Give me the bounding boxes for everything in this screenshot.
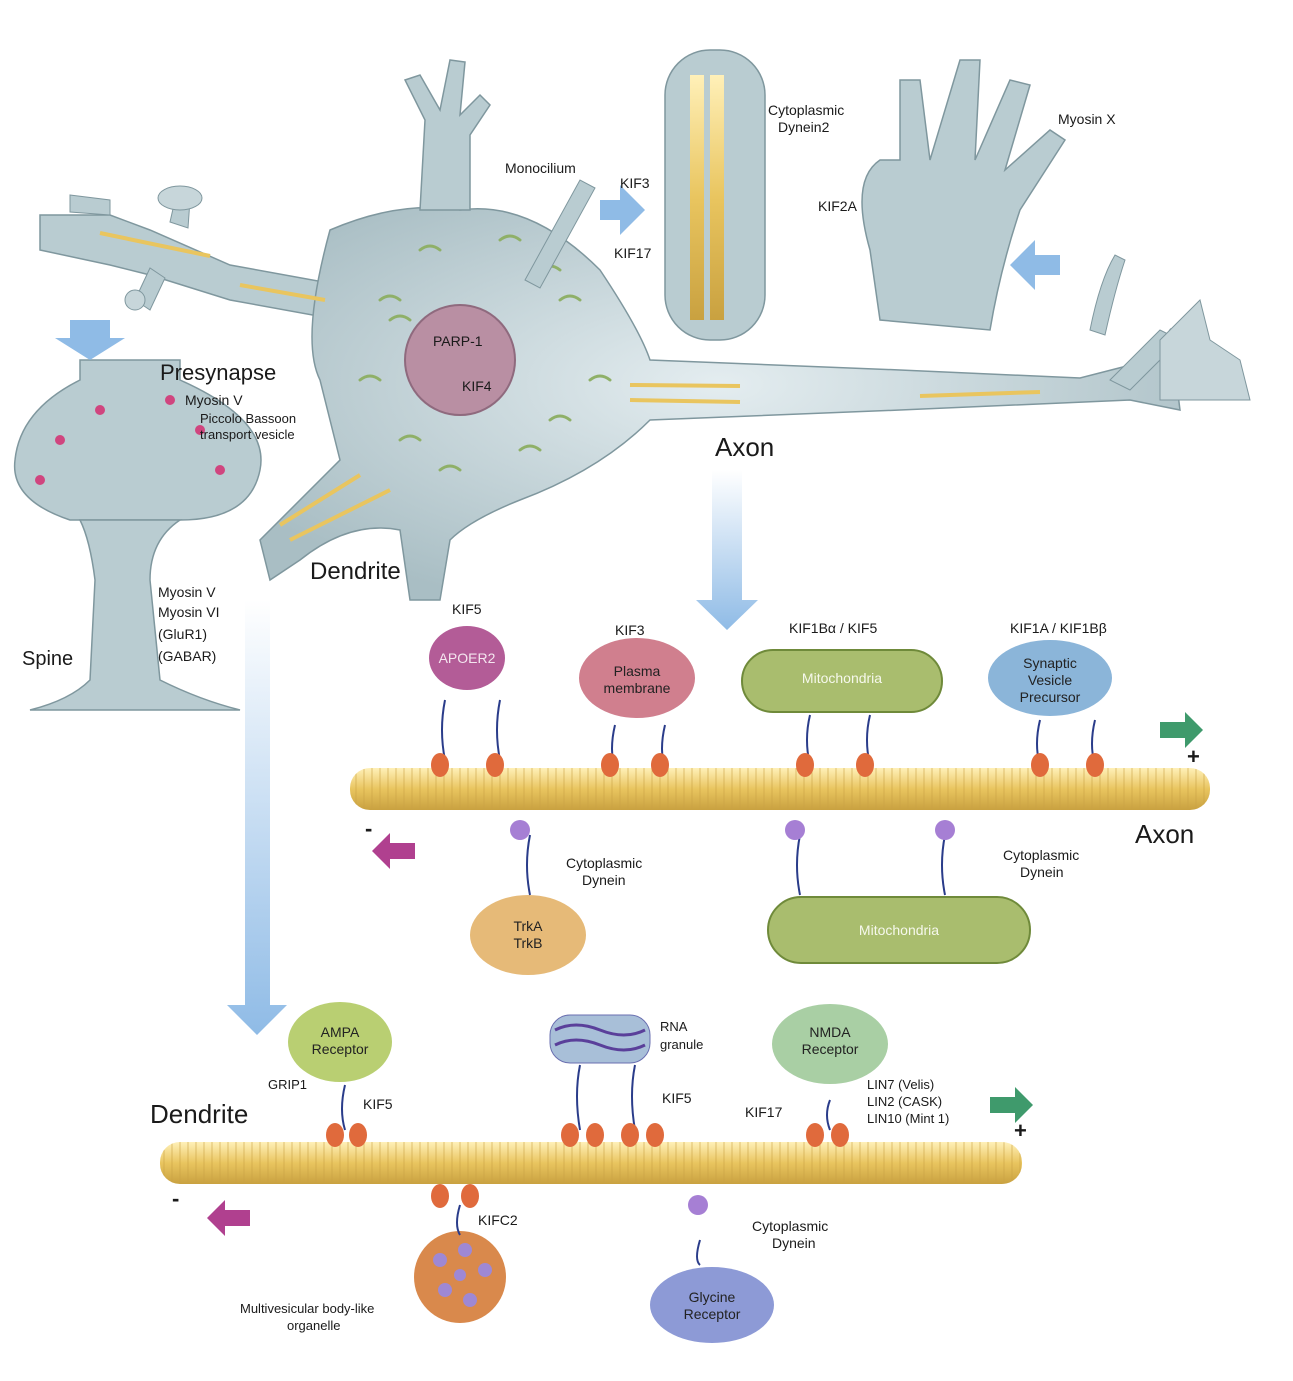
mvb-label-2: organelle — [287, 1318, 341, 1333]
svp-label-2: Vesicle — [1027, 672, 1073, 688]
lin7-label: LIN7 (Velis) — [867, 1077, 935, 1092]
svp-label-3: Precursor — [1019, 689, 1081, 705]
axon-microtubule — [350, 768, 1210, 810]
dynein-rings — [510, 820, 955, 840]
plasma-label-2: membrane — [603, 680, 671, 696]
kif1a-kif1bb-label: KIF1A / KIF1Bβ — [1010, 620, 1107, 636]
axon-top-label: Axon — [715, 432, 775, 462]
mvb-label-1: Multivesicular body-like — [240, 1301, 375, 1316]
mitochondria-bottom — [767, 896, 1031, 964]
apoer2-cargo — [429, 626, 505, 690]
mvb-vesicles — [433, 1243, 492, 1307]
synaptic-vesicle-cargo — [988, 640, 1112, 716]
lin10-label: LIN10 (Mint 1) — [867, 1111, 950, 1126]
dendrite-plus-sign: + — [1014, 1118, 1027, 1143]
spine-motor-label-2: Myosin VI — [158, 604, 220, 620]
dendrite-kif5-mid-label: KIF5 — [662, 1090, 692, 1106]
ampa-cargo — [288, 1002, 392, 1082]
dendrite-bottom-label: Dendrite — [150, 1099, 249, 1129]
ampa-label-1: AMPA — [320, 1024, 360, 1040]
grip1-label: GRIP1 — [268, 1077, 308, 1092]
presynapse-myosin-label: Myosin V — [185, 392, 243, 408]
neuron-cell — [13, 49, 1251, 1035]
presynapse-cargo-label-1: Piccolo Bassoon — [200, 411, 297, 426]
parp1-label: PARP-1 — [433, 333, 483, 349]
dendrite-minus-arrow — [207, 1200, 250, 1236]
cilia-dynein-label-2: Dynein2 — [778, 119, 830, 135]
axon-minus-sign: - — [365, 816, 373, 841]
axon-kif3-label: KIF3 — [615, 622, 645, 638]
dendrite-minus-sign: - — [172, 1186, 180, 1211]
axon-dynein-left-label-1: Cytoplasmic — [566, 855, 643, 871]
axon-dynein-right-label-1: Cytoplasmic — [1003, 847, 1080, 863]
dendrite-dynein-label-2: Dynein — [772, 1235, 816, 1251]
trk-cargo — [470, 895, 586, 975]
axon-kif5-label: KIF5 — [452, 601, 482, 617]
presynapse-label: Presynapse — [160, 360, 277, 385]
mitochondria-bottom-label: Mitochondria — [858, 922, 940, 938]
rna-granule — [549, 1014, 651, 1064]
glycine-cargo — [650, 1267, 774, 1343]
kif2a-label: KIF2A — [818, 198, 857, 214]
rna-granule-label-2: granule — [660, 1037, 704, 1052]
dendrite-dynein-ring — [688, 1195, 708, 1215]
trkb-label: TrkB — [513, 935, 543, 951]
axon-dynein-left-label-2: Dynein — [582, 872, 626, 888]
plasma-label-1: Plasma — [613, 663, 661, 679]
dendrite-motor-heads — [326, 1123, 849, 1208]
spine-cargo-label-1: (GluR1) — [158, 626, 208, 642]
nmda-cargo — [772, 1004, 888, 1084]
trka-label: TrkA — [513, 918, 543, 934]
dendrite-top-label: Dendrite — [310, 558, 401, 585]
svp-label-1: Synaptic — [1023, 655, 1077, 671]
plasma-membrane-cargo — [579, 638, 695, 718]
apoer2-label: APOER2 — [438, 650, 496, 666]
axon-motor-heads — [431, 753, 1104, 777]
dendrite-microtubule — [160, 1142, 1022, 1184]
spine-cargo-label-2: (GABAR) — [158, 648, 217, 664]
spine-label: Spine — [22, 648, 74, 670]
spine-motor-label-1: Myosin V — [158, 584, 216, 600]
mitochondria-top-label: Mitochondria — [801, 670, 883, 686]
nmda-label-2: Receptor — [801, 1041, 859, 1057]
axon-right-label: Axon — [1135, 819, 1195, 849]
cilia-kif17-label: KIF17 — [614, 245, 652, 261]
nmda-label-1: NMDA — [809, 1024, 851, 1040]
dendrite-motor-stalks — [341, 1064, 831, 1266]
myosin-x-label: Myosin X — [1058, 111, 1116, 127]
axon-plus-sign: + — [1187, 744, 1200, 769]
dendrite-plus-arrow — [990, 1087, 1033, 1123]
dendrite-dynein-label-1: Cytoplasmic — [752, 1218, 829, 1234]
cilia-kif3-label: KIF3 — [620, 175, 650, 191]
mitochondria-top — [741, 649, 943, 713]
ampa-label-2: Receptor — [311, 1041, 369, 1057]
monocilium-label: Monocilium — [505, 160, 576, 176]
rna-granule-label-1: RNA — [660, 1019, 688, 1034]
lin2-label: LIN2 (CASK) — [867, 1094, 943, 1109]
kif4-label: KIF4 — [462, 378, 492, 394]
glycine-label-1: Glycine — [688, 1289, 736, 1305]
dendrite-kif5-left-label: KIF5 — [363, 1096, 393, 1112]
kifc2-label: KIFC2 — [478, 1212, 518, 1228]
presynapse-cargo-label-2: transport vesicle — [200, 427, 295, 442]
kif1ba-kif5-label: KIF1Bα / KIF5 — [789, 620, 878, 636]
axon-plus-arrow — [1160, 712, 1203, 748]
glycine-label-2: Receptor — [683, 1306, 741, 1322]
dendrite-kif17-label: KIF17 — [745, 1104, 783, 1120]
axon-dynein-right-label-2: Dynein — [1020, 864, 1064, 880]
cilia-dynein-label-1: Cytoplasmic — [768, 102, 845, 118]
axon-minus-arrow — [372, 833, 415, 869]
